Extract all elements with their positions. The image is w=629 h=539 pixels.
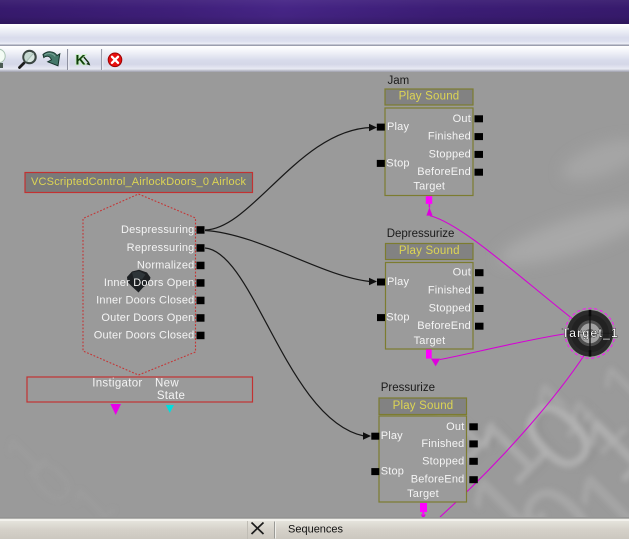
svg-text:BeforeEnd: BeforeEnd bbox=[417, 166, 471, 178]
svg-text:New: New bbox=[155, 378, 179, 390]
svg-text:Finished: Finished bbox=[421, 438, 464, 450]
svg-text:K: K bbox=[76, 52, 86, 68]
svg-text:Finished: Finished bbox=[428, 284, 471, 296]
svg-text:Stop: Stop bbox=[381, 466, 404, 478]
svg-text:Play Sound: Play Sound bbox=[393, 400, 454, 412]
svg-text:Target: Target bbox=[413, 181, 445, 193]
svg-text:Out: Out bbox=[453, 267, 471, 279]
svg-text:Pressurize: Pressurize bbox=[381, 382, 435, 394]
svg-text:Stopped: Stopped bbox=[429, 303, 471, 315]
svg-text:K: K bbox=[76, 52, 86, 68]
svg-text:Play: Play bbox=[381, 430, 403, 442]
svg-text:Play: Play bbox=[387, 121, 409, 133]
svg-text:Stop: Stop bbox=[386, 312, 409, 324]
svg-text:Outer Doors Closed: Outer Doors Closed bbox=[94, 330, 195, 342]
svg-text:Depressurize: Depressurize bbox=[387, 228, 455, 240]
svg-text:Sequences: Sequences bbox=[288, 523, 344, 535]
svg-text:Inner Doors Closed: Inner Doors Closed bbox=[96, 295, 194, 307]
svg-text:Out: Out bbox=[446, 421, 464, 433]
svg-text:Despressuring: Despressuring bbox=[121, 224, 195, 236]
svg-text:Play Sound: Play Sound bbox=[399, 245, 460, 257]
svg-text:Instigator: Instigator bbox=[92, 378, 142, 390]
svg-text:Play Sound: Play Sound bbox=[399, 91, 460, 103]
svg-text:BeforeEnd: BeforeEnd bbox=[417, 320, 471, 332]
svg-text:Target: Target bbox=[407, 488, 439, 500]
svg-text:Play: Play bbox=[387, 276, 409, 288]
svg-text:Out: Out bbox=[453, 113, 471, 125]
svg-text:Stopped: Stopped bbox=[422, 455, 464, 467]
svg-text:Inner Doors Open: Inner Doors Open bbox=[104, 277, 195, 289]
svg-text:Jam: Jam bbox=[388, 75, 410, 87]
svg-text:Normalized: Normalized bbox=[137, 260, 195, 272]
svg-text:BeforeEnd: BeforeEnd bbox=[411, 474, 465, 486]
svg-text:VCScriptedControl_AirlockDoors: VCScriptedControl_AirlockDoors_0 Airlock bbox=[31, 176, 247, 188]
svg-text:Stop: Stop bbox=[386, 157, 409, 169]
svg-text:Target_1: Target_1 bbox=[562, 326, 619, 340]
svg-text:Repressuring: Repressuring bbox=[127, 242, 195, 254]
svg-text:Stopped: Stopped bbox=[429, 148, 471, 160]
svg-text:Outer Doors Open: Outer Doors Open bbox=[101, 312, 194, 324]
svg-text:State: State bbox=[157, 390, 185, 402]
svg-text:Target: Target bbox=[414, 335, 446, 347]
svg-text:Finished: Finished bbox=[428, 131, 471, 143]
